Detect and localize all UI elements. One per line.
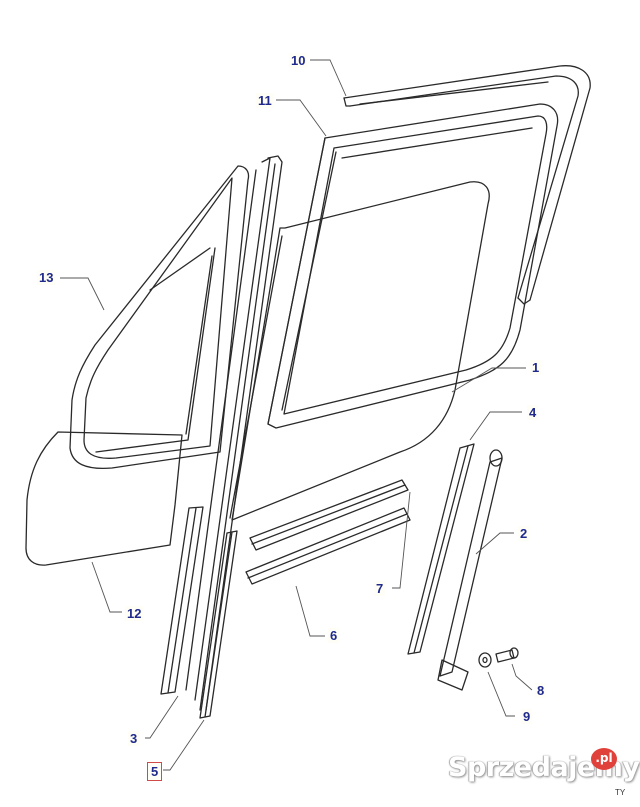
part-1-door-glass — [229, 181, 490, 521]
callout-2: 2 — [518, 526, 530, 541]
divider-channel — [185, 155, 283, 711]
part-3-lower-seal — [160, 506, 204, 695]
callout-1: 1 — [530, 360, 542, 375]
watermark-badge: .pl — [591, 748, 617, 770]
part-11-door-frame-seal — [267, 103, 559, 429]
callout-5-highlighted: 5 — [147, 762, 163, 781]
part-8-bolt — [495, 647, 519, 663]
part-9-washer — [478, 652, 492, 668]
part-12-quarter-glass — [25, 431, 183, 566]
callout-11: 11 — [256, 93, 274, 108]
part-10-run-channel — [343, 65, 591, 305]
callout-13: 13 — [37, 270, 56, 285]
leader-lines — [60, 59, 533, 771]
callout-9: 9 — [521, 709, 533, 724]
callout-8: 8 — [535, 683, 547, 698]
callout-12: 12 — [125, 606, 144, 621]
callout-6: 6 — [328, 628, 340, 643]
corner-mark: TY — [615, 788, 626, 797]
callout-4: 4 — [527, 405, 539, 420]
part-5-lower-seal — [199, 530, 238, 719]
callout-7: 7 — [374, 581, 386, 596]
callout-10: 10 — [289, 53, 308, 68]
part-6-belt-moulding — [245, 479, 411, 585]
part-13-quarter-seal — [69, 165, 250, 470]
part-2-guide-rail — [437, 449, 503, 691]
part-4-guide-channel — [407, 443, 475, 655]
callout-3: 3 — [128, 731, 140, 746]
